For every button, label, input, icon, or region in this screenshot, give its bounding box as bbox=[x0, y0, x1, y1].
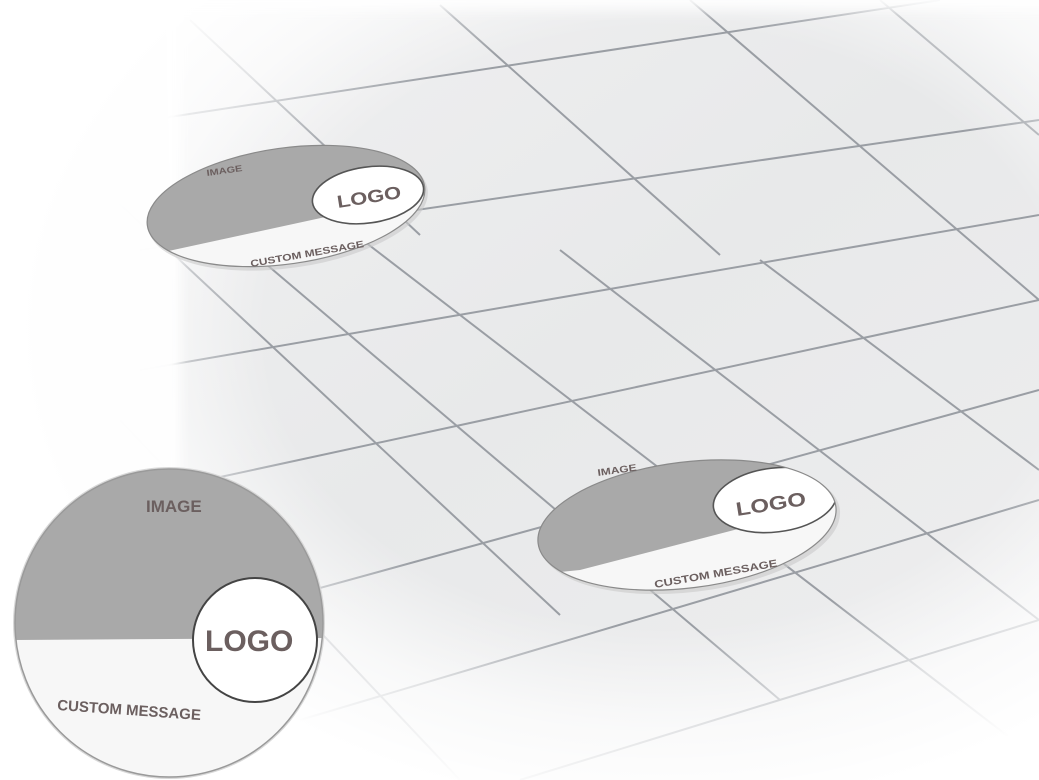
decal-logo-circle bbox=[311, 165, 425, 225]
decal-rim bbox=[537, 459, 837, 591]
decal-rim bbox=[146, 144, 426, 268]
preview-logo-label: LOGO bbox=[205, 625, 293, 658]
decal-preview-large: IMAGE LOGO CUSTOM MESSAGE bbox=[13, 467, 325, 779]
preview-logo-circle bbox=[192, 577, 318, 703]
top-fade bbox=[0, 0, 1039, 10]
left-fade bbox=[0, 0, 180, 560]
floor-decal-top: IMAGE LOGO CUSTOM MESSAGE bbox=[139, 130, 433, 283]
preview-rim bbox=[14, 468, 324, 778]
preview-image-label: IMAGE bbox=[146, 497, 202, 516]
